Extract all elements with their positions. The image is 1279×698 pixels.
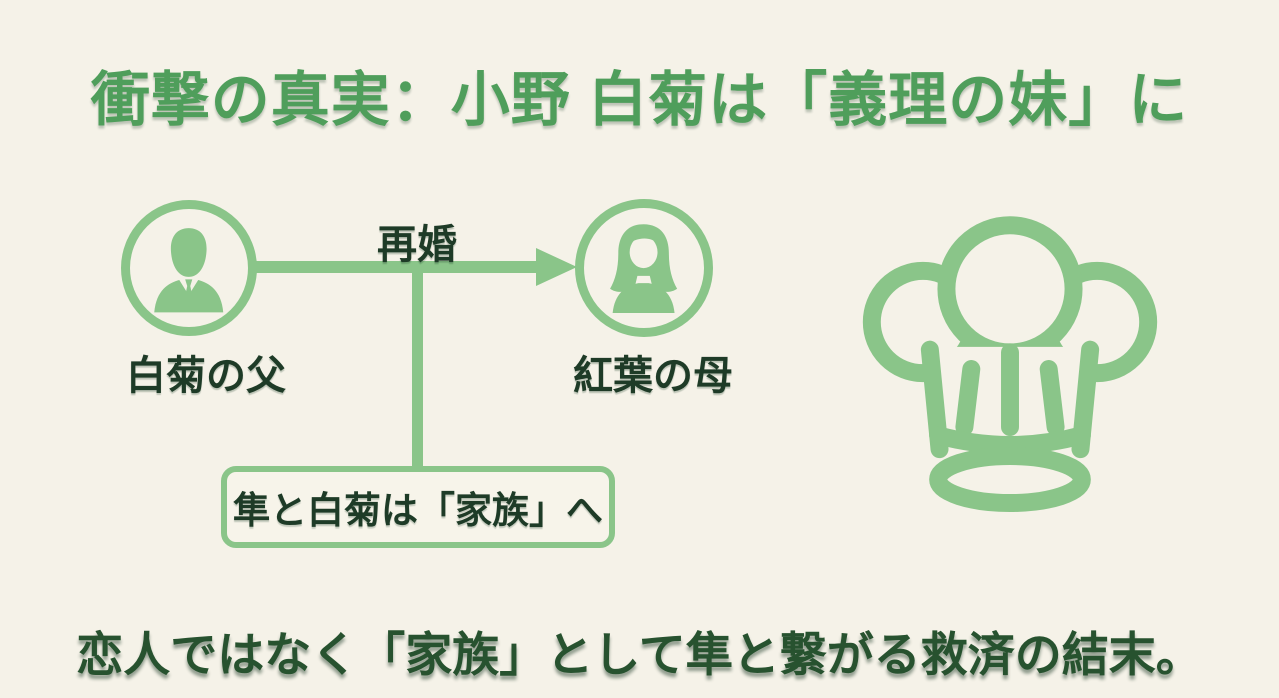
chef-hat-icon (862, 216, 1158, 513)
father-avatar (121, 200, 257, 336)
father-label: 白菊の父 (126, 354, 286, 398)
woman-avatar-icon (610, 224, 678, 314)
mother-label: 紅葉の母 (573, 354, 733, 398)
child-connector-line (412, 265, 423, 470)
family-result-text: 隼と白菊は「家族」へ (233, 490, 603, 531)
family-result-box: 隼と白菊は「家族」へ (221, 466, 615, 548)
mother-avatar (575, 199, 713, 337)
man-avatar-icon (154, 228, 224, 313)
marriage-arrow-head-icon (536, 248, 577, 286)
page-title: 衝撃の真実：小野 白菊は「義理の妹」に (90, 67, 1189, 133)
marriage-label: 再婚 (377, 223, 457, 267)
footer-caption: 恋人ではなく「家族」として隼と繋がる救済の結末。 (76, 628, 1203, 681)
marriage-arrow-line (252, 261, 538, 273)
